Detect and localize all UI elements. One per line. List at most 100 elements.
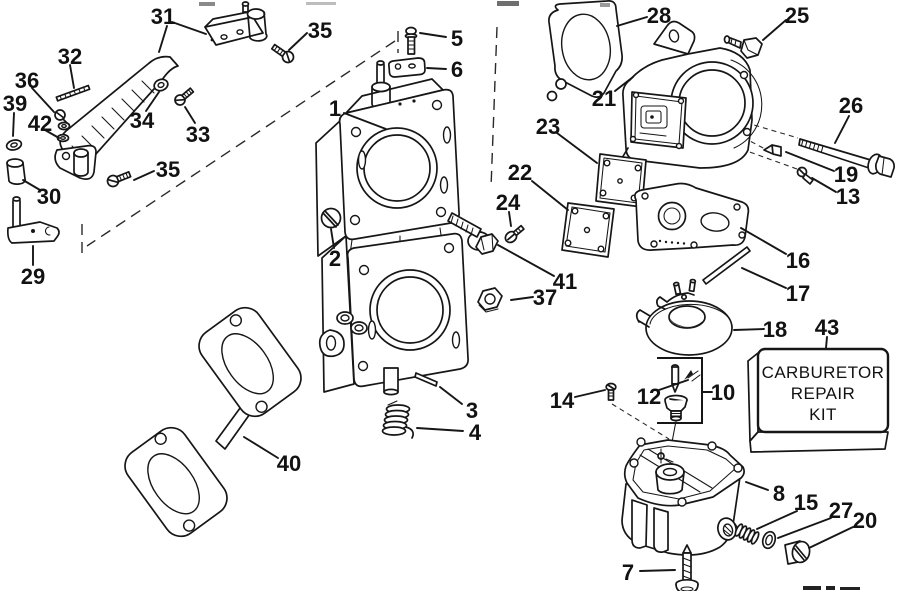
nut-37 [477, 287, 503, 313]
leader-line-3 [439, 386, 463, 405]
leader-line-30 [22, 179, 41, 191]
callout-19: 19 [834, 162, 858, 187]
plate-6 [387, 57, 426, 78]
repair-kit-text-line1: CARBURETOR [762, 363, 885, 382]
callout-35: 35 [308, 18, 332, 43]
callout-43: 43 [815, 315, 839, 340]
top-center-parts [270, 26, 426, 78]
body-top-stub [371, 60, 391, 110]
leader-line-1 [343, 112, 387, 130]
callout-6: 6 [451, 57, 463, 82]
repair-kit-text-line3: KIT [809, 405, 837, 424]
carburetor-cover-21 [621, 20, 763, 169]
callout-12: 12 [637, 384, 661, 409]
callout-17: 17 [786, 281, 810, 306]
bolt-26 [798, 138, 896, 178]
screw-7 [675, 544, 699, 591]
callout-13: 13 [836, 184, 860, 209]
leader-line-35 [288, 32, 308, 51]
body-side-ports [318, 311, 368, 358]
callout-29: 29 [21, 264, 45, 289]
bowl-side-boss [717, 517, 737, 541]
spring-4 [381, 400, 414, 439]
callout-34: 34 [130, 108, 155, 133]
callout-40: 40 [277, 451, 301, 476]
callout-15: 15 [794, 490, 818, 515]
callout-33: 33 [186, 122, 210, 147]
leader-line-25 [762, 19, 787, 41]
plate-22 [561, 202, 615, 258]
leader-line-31 [171, 21, 207, 35]
leader-line-2 [330, 228, 335, 249]
float-group [605, 278, 733, 424]
callout-layer: 1234567810121314151617181920212223242526… [3, 3, 877, 585]
screw-14 [605, 382, 617, 401]
callout-24: 24 [496, 190, 521, 215]
leader-line-32 [69, 64, 75, 89]
callout-2: 2 [329, 246, 341, 271]
kit-group-bracket-10 [657, 357, 711, 424]
callout-28: 28 [647, 3, 671, 28]
leader-line-8 [745, 481, 769, 491]
leader-line-7 [639, 569, 676, 572]
callout-18: 18 [763, 317, 787, 342]
callout-14: 14 [550, 388, 575, 413]
leader-line-41 [497, 244, 555, 277]
callout-21: 21 [592, 86, 616, 111]
callout-4: 4 [469, 420, 482, 445]
plug-20 [784, 540, 811, 565]
washer-34 [153, 78, 169, 92]
callout-26: 26 [839, 93, 863, 118]
callout-10: 10 [711, 380, 735, 405]
repair-kit-box: CARBURETOR REPAIR KIT [747, 347, 890, 453]
bolt-41 [447, 212, 499, 255]
screw-35-left [106, 170, 132, 188]
main-jet-tube [655, 463, 685, 495]
screw-24 [504, 224, 525, 244]
screw-13 [796, 166, 814, 185]
screw-5 [404, 26, 418, 55]
callout-5: 5 [451, 26, 463, 51]
zone-divider-lines [81, 26, 498, 255]
diaphragm-gasket-16 [634, 182, 750, 251]
spring-15 [734, 523, 760, 545]
top-cover-group [546, 0, 896, 285]
callout-35: 35 [156, 157, 180, 182]
leader-line-13 [811, 177, 837, 193]
callout-7: 7 [622, 560, 634, 585]
callout-20: 20 [853, 508, 877, 533]
leader-line-20 [808, 526, 854, 549]
leader-line-17 [741, 267, 787, 289]
leader-line-37 [510, 296, 534, 301]
bowl-inlet-detail [657, 448, 674, 464]
bracket-29 [6, 196, 60, 244]
pin-3 [414, 372, 438, 387]
leader-line-19 [785, 151, 835, 172]
needle-seat [664, 394, 688, 422]
callout-8: 8 [773, 481, 785, 506]
screw-35-top [270, 43, 295, 64]
leader-line-35 [133, 170, 155, 181]
leader-line-22 [531, 180, 569, 211]
screw-36 [54, 109, 71, 131]
leader-line-40 [243, 436, 279, 459]
callout-31: 31 [151, 4, 175, 29]
washer-39 [5, 139, 23, 151]
callout-25: 25 [785, 3, 809, 28]
plate-23 [595, 153, 647, 208]
needle-19 [763, 144, 782, 157]
screw-25 [723, 35, 763, 59]
leader-line-24 [508, 211, 512, 227]
screw-33 [174, 87, 195, 106]
scan-artifacts [199, 1, 860, 590]
bowl-legs [631, 499, 669, 553]
float-18 [635, 278, 733, 356]
plug-2 [320, 207, 342, 229]
mounting-gasket-40 [124, 306, 302, 538]
leader-line-23 [556, 132, 598, 164]
leader-line-21 [614, 76, 634, 92]
callout-41: 41 [553, 269, 577, 294]
callout-22: 22 [508, 160, 532, 185]
callout-30: 30 [37, 184, 61, 209]
